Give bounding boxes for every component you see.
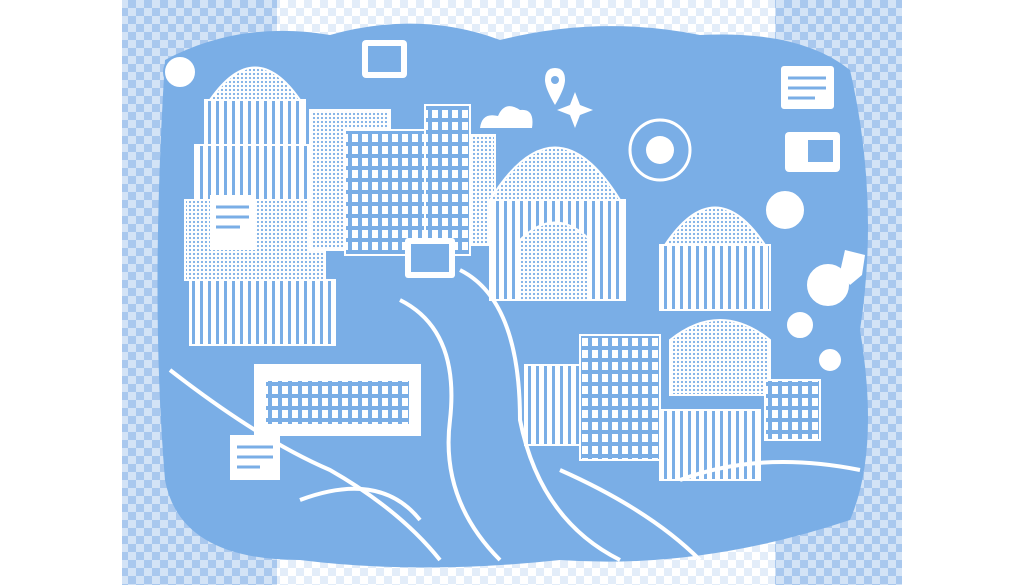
document-icon [210,195,255,250]
speech-bubble-icon [163,55,197,89]
sparkle-icon [557,92,593,128]
low-building [189,279,421,436]
office-tower [309,104,496,256]
location-pin-icon [545,68,565,105]
highway-curves [168,268,861,562]
chat-bubble-icon-2 [785,132,840,172]
cloud-icon [480,106,533,128]
monitor-icon [362,40,407,78]
grand-dome-hall [488,146,626,301]
sun-icon [628,118,692,182]
shield-icon [840,250,865,285]
small-dome [659,206,771,396]
document-icon-2 [230,435,280,480]
grid-building [524,334,821,481]
monitor-icon-2 [405,238,455,278]
chat-bubble-icon [779,64,836,111]
